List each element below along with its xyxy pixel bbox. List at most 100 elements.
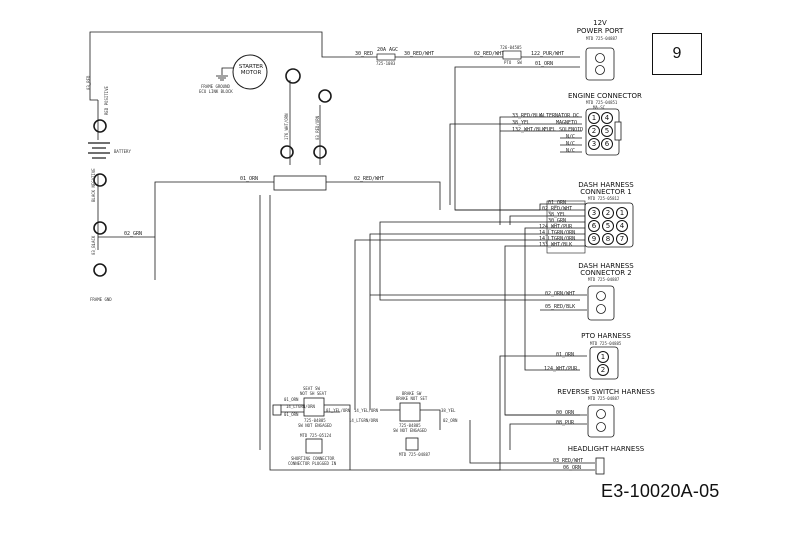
wire-label-eng-1: 33_RED/BLK [512, 113, 543, 119]
reverse-part: MTD 725-04887 [588, 396, 620, 401]
starter-motor-line1: STARTER [238, 64, 264, 70]
wire-d1-4 [379, 221, 587, 301]
starter-motor-label: STARTER MOTOR [234, 64, 268, 76]
pto-pin-2: 2 [597, 364, 609, 376]
wire-label-brake-2: 38_YEL [441, 408, 456, 413]
wire-seat [280, 404, 351, 470]
engine-connector-part2: MA-SC [593, 105, 606, 110]
wire-label-fuse: 20A AGC [377, 47, 399, 53]
wire-label-top-red: 30_RED [355, 51, 374, 57]
wire-label-orn-top: 01_ORN [535, 61, 554, 67]
wire-label-red-wht-b: 02_RED/WHT [474, 51, 505, 57]
engine-connector-part: MTD 725-04851 [586, 100, 618, 105]
document-code: E3-10020A-05 [601, 481, 720, 501]
dash1-pin: 1 [616, 207, 628, 219]
fuse [376, 53, 396, 61]
starter-motor-line2: MOTOR [240, 70, 262, 76]
label-frame-gnd-bottom: FRAME GND [90, 297, 112, 302]
wire-label-diode: 726-04585 [500, 45, 522, 50]
wire-label-eng-6: N/C [566, 148, 576, 154]
brake-sw-part: MTD 725-04887 [399, 452, 431, 457]
wire-label-d1-1: 01_ORN [548, 200, 567, 206]
wire-label-eng-5: N/C [566, 141, 576, 147]
wire-label-eng-1b: ALTERNATOR DC [540, 113, 580, 119]
seat-sw-title1: SEAT SW [303, 386, 320, 391]
dash1-title1: DASH HARNESS [578, 181, 634, 189]
dash1-title2: CONNECTOR 1 [580, 188, 632, 196]
seat-sw-note1: 725-04885 [304, 418, 326, 423]
battery-ring-top [93, 119, 107, 133]
engine-pin: 6 [601, 138, 613, 150]
starter-ring-2 [318, 89, 332, 103]
battery-ring-pos [93, 173, 107, 187]
wire-label-hl-1: 03_RED/WHT [553, 458, 584, 464]
wire-label-eng-4: N/C [566, 134, 576, 140]
pto-part: MTD 725-04885 [590, 341, 622, 346]
label-battery: BATTERY [114, 149, 131, 154]
headlight-connector-body [595, 457, 605, 475]
wire-rev-2 [509, 423, 587, 450]
dash1-pin: 8 [602, 233, 614, 245]
wire-label-d1-3: 38_YEL [548, 212, 567, 218]
wire-label-eng-2b: MAGNETO [556, 120, 578, 126]
wire-label-d1-6: 14_LTGRN/ORN [539, 230, 576, 236]
brake-switch-body [399, 402, 421, 451]
seat-sw-title2: NOT SH SEAT [300, 391, 327, 396]
seat-sw-note2: SW NOT ENGAGED [298, 423, 332, 428]
wire-label-bat-pos-2: RED POSITIVE [104, 86, 109, 115]
wire-mid-orn [154, 181, 275, 280]
engine-pin: 4 [601, 112, 613, 124]
wire-label-eng-3: 132_WHT/BLK [512, 127, 546, 133]
wire-label-bat-neg-2: 03_BLACK [91, 235, 96, 255]
wire-label-grn-left: 02_GRN [124, 231, 143, 237]
wire-label-hl-2: 06_ORN [563, 465, 582, 471]
wire-d1-5 [524, 227, 587, 371]
dash2-title1: DASH HARNESS [578, 262, 634, 270]
power-port-part: MTD 725-04887 [586, 36, 618, 41]
dash1-pin: 2 [602, 207, 614, 219]
wire-label-pto: PTO [504, 60, 512, 65]
wire-label-seat-3: 01_YEL/ORN [326, 408, 351, 413]
page-number: 9 [672, 45, 682, 62]
dash1-pin: 6 [588, 220, 600, 232]
reverse-title: REVERSE SWITCH HARNESS [557, 388, 655, 396]
power-port-title2: POWER PORT [576, 27, 624, 35]
wire-top-loop [89, 31, 345, 101]
brake-sw-note2: SW NOT ENGAGED [393, 428, 427, 433]
brake-sw-note1: 725-04885 [399, 423, 421, 428]
wire-eng-1 [499, 116, 582, 225]
power-port-title1: 12V [593, 19, 607, 27]
wire-label-brake-3: 14_LTGRN/ORN [349, 418, 378, 423]
wire-mid-red [325, 181, 441, 210]
pto-pin-1: 1 [597, 351, 609, 363]
battery-ring-neg [93, 221, 107, 235]
dash2-part: MTD 725-04887 [588, 277, 620, 282]
wire-orn-top [454, 66, 580, 211]
wire-hl-1 [469, 420, 595, 464]
dash1-pin: 7 [616, 233, 628, 245]
brake-sw-title1: BRAKE SW [402, 391, 422, 396]
shorting-connector-body [305, 438, 323, 454]
wire-label-d1-4: 30_GRN [548, 218, 567, 224]
wire-label-d1-8: 133_WHT/BLK [539, 242, 573, 248]
wire-label-eng-3b: FUEL SOLENOID [544, 127, 584, 133]
pto-title: PTO HARNESS [581, 332, 631, 340]
brake-sw-title2: BRAKE NOT SET [396, 396, 428, 401]
engine-pin: 1 [588, 112, 600, 124]
headlight-title: HEADLIGHT HARNESS [567, 445, 645, 453]
engine-pin: 3 [588, 138, 600, 150]
dash1-terminal-strip [546, 200, 586, 254]
wire-label-seat-2: 01_ORN [284, 397, 299, 402]
ground-ring-bottom [93, 263, 107, 277]
wire-label-d1-5: 124_WHT/PUR [539, 224, 573, 230]
shorting-part: MTD 725-05124 [300, 433, 332, 438]
wire-label-brake-4: 02_ORN [443, 418, 458, 423]
wire-label-seat-1: 14_LTGRN/ORN [286, 404, 315, 409]
wire-label-bat-pos-1: 03_RED [86, 75, 91, 90]
wire-label-pto-2: 124_WHT/PUR [544, 366, 578, 372]
label-frame-ground-top: FRAME GROUND [201, 84, 230, 89]
dash1-pin: 5 [602, 220, 614, 232]
dash2-title2: CONNECTOR 2 [580, 269, 632, 277]
label-frame-ground-top2: ECU LINK BLOCK [199, 89, 233, 94]
